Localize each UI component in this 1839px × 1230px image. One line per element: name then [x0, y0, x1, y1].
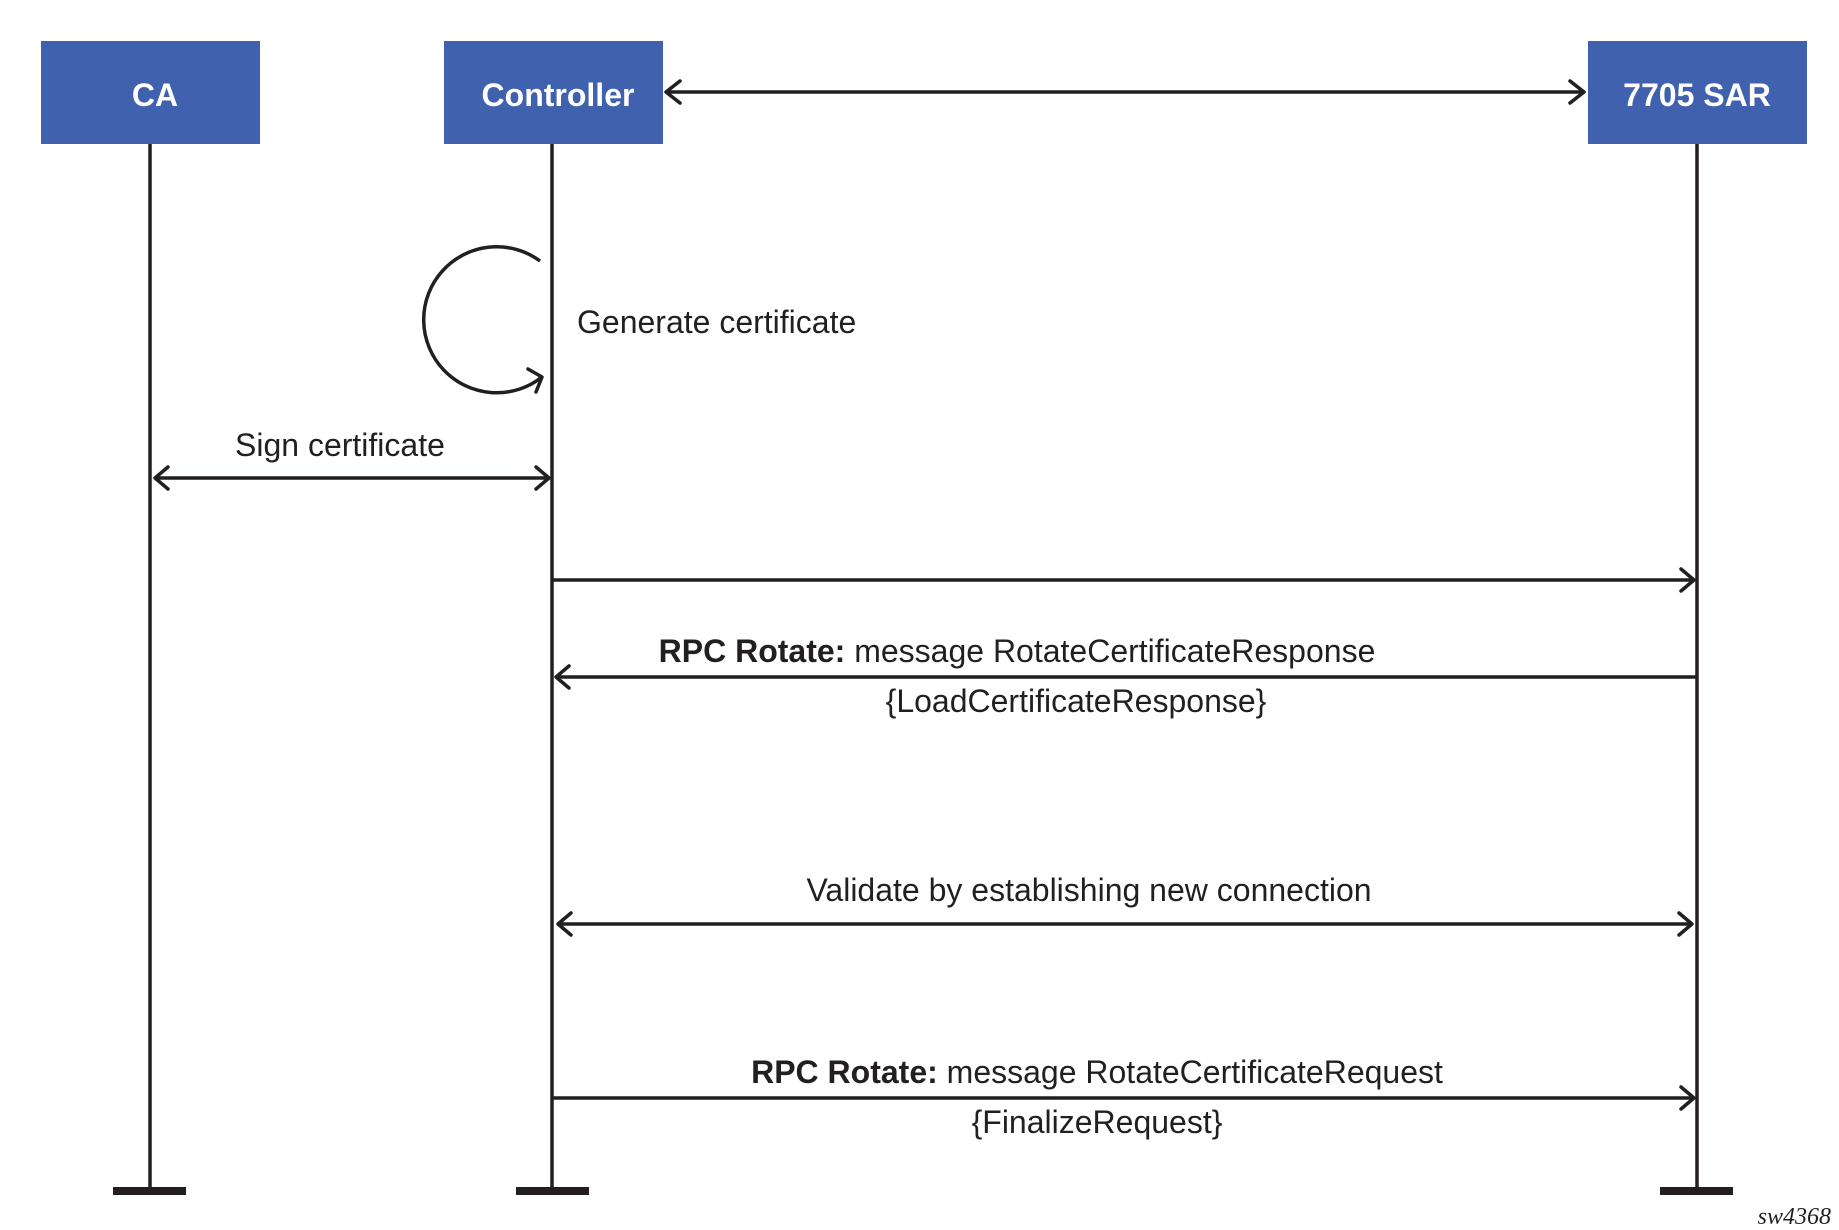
- request-label: RPC Rotate: message RotateCertificateReq…: [751, 1054, 1443, 1090]
- connection-arrow: [664, 79, 1586, 105]
- sign-certificate-arrow: [153, 465, 551, 491]
- request-label-text: message RotateCertificateRequest: [938, 1054, 1443, 1090]
- response-label: RPC Rotate: message RotateCertificateRes…: [659, 633, 1376, 669]
- request-arrow: [552, 1085, 1696, 1111]
- self-loop-arrow: [421, 245, 544, 395]
- participant-ca: CA: [41, 41, 260, 144]
- participant-sar-label: 7705 SAR: [1623, 77, 1771, 113]
- response-label-text: message RotateCertificateResponse: [845, 633, 1375, 669]
- validate-label: Validate by establishing new connection: [806, 872, 1371, 908]
- validate-arrow: [556, 911, 1694, 937]
- participant-ca-label: CA: [132, 77, 178, 113]
- load-request-arrow: [552, 567, 1696, 593]
- request-label-bold: RPC Rotate:: [751, 1054, 938, 1090]
- response-label-bold: RPC Rotate:: [659, 633, 846, 669]
- participant-controller: Controller: [444, 41, 663, 144]
- response-arrow: [554, 664, 1697, 690]
- figure-id: sw4368: [1758, 1204, 1831, 1230]
- participant-controller-label: Controller: [482, 77, 635, 113]
- participant-sar: 7705 SAR: [1588, 41, 1807, 144]
- generate-certificate-label: Generate certificate: [577, 304, 856, 340]
- sign-certificate-label: Sign certificate: [235, 427, 445, 463]
- request-sub-label: {FinalizeRequest}: [972, 1104, 1223, 1140]
- response-sub-label: {LoadCertificateResponse}: [886, 683, 1267, 719]
